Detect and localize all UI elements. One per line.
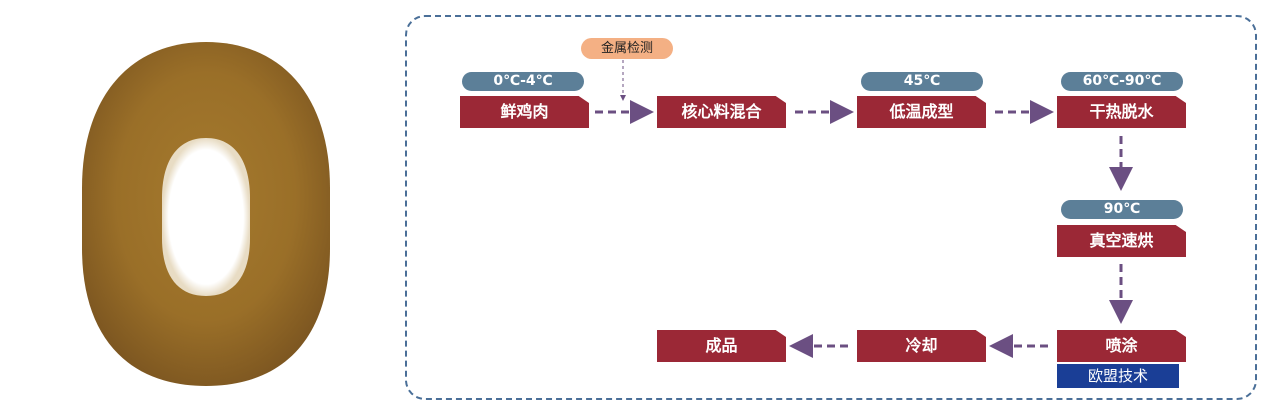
temp-low-temp-forming: 45℃ (861, 72, 983, 91)
step-fresh-chicken: 鲜鸡肉 (460, 96, 589, 128)
process-frame (405, 15, 1257, 400)
step-cooling: 冷却 (857, 330, 986, 362)
step-vacuum-bake: 真空速烘 (1057, 225, 1186, 257)
temp-vacuum-bake: 90℃ (1061, 200, 1183, 219)
eu-technology-tag: 欧盟技术 (1057, 364, 1179, 388)
step-low-temp-forming: 低温成型 (857, 96, 986, 128)
step-core-mix: 核心料混合 (657, 96, 786, 128)
temp-fresh-chicken: 0℃-4℃ (462, 72, 584, 91)
step-spray-coating: 喷涂 (1057, 330, 1186, 362)
metal-detection-tag: 金属检测 (581, 38, 673, 59)
step-hot-dehydration: 干热脱水 (1057, 96, 1186, 128)
kibble-product-image (82, 42, 330, 386)
step-finished-product: 成品 (657, 330, 786, 362)
temp-hot-dehydration: 60℃-90℃ (1061, 72, 1183, 91)
